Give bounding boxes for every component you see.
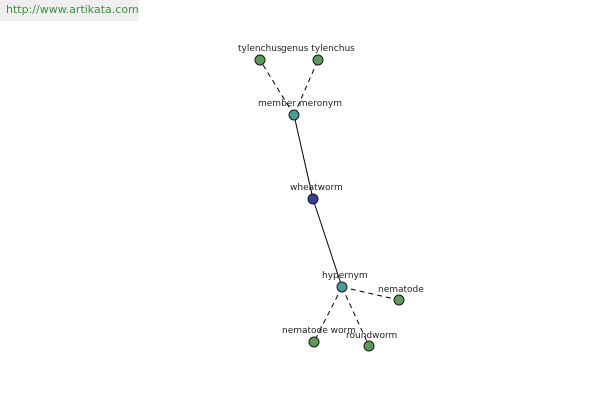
node-hypernym[interactable] bbox=[336, 281, 348, 293]
node-label-nematode[interactable]: nematode bbox=[378, 285, 424, 295]
graph-edges bbox=[259, 59, 400, 347]
node-genus-tylenchus[interactable] bbox=[312, 54, 324, 66]
node-wheatworm[interactable] bbox=[307, 193, 319, 205]
edge-wheatworm-to-hypernym bbox=[312, 198, 343, 288]
node-member-meronym[interactable] bbox=[288, 109, 300, 121]
site-url-link[interactable]: http://www.artikata.com bbox=[6, 3, 139, 16]
node-label-wheatworm[interactable]: wheatworm bbox=[290, 183, 343, 193]
url-banner: http://www.artikata.com bbox=[0, 0, 139, 21]
node-label-member-meronym[interactable]: member meronym bbox=[258, 99, 342, 109]
node-roundworm[interactable] bbox=[363, 340, 375, 352]
node-tylenchus[interactable] bbox=[254, 54, 266, 66]
node-label-genus-tylenchus[interactable]: genus tylenchus bbox=[281, 44, 355, 54]
edge-hypernym-to-nematode-worm bbox=[313, 286, 343, 343]
node-label-tylenchus[interactable]: tylenchus bbox=[238, 44, 282, 54]
node-nematode-worm[interactable] bbox=[308, 336, 320, 348]
graph-nodes bbox=[254, 54, 405, 352]
node-label-nematode-worm[interactable]: nematode worm bbox=[282, 326, 356, 336]
edge-member-meronym-to-tylenchus bbox=[259, 59, 295, 116]
node-nematode[interactable] bbox=[393, 294, 405, 306]
node-label-roundworm[interactable]: roundworm bbox=[346, 331, 397, 341]
node-label-hypernym[interactable]: hypernym bbox=[322, 271, 368, 281]
edge-hypernym-to-roundworm bbox=[341, 286, 370, 347]
edge-hypernym-to-nematode bbox=[341, 286, 400, 301]
edge-member-meronym-to-genus-tylenchus bbox=[293, 59, 319, 116]
edge-wheatworm-to-member-meronym bbox=[293, 114, 314, 200]
